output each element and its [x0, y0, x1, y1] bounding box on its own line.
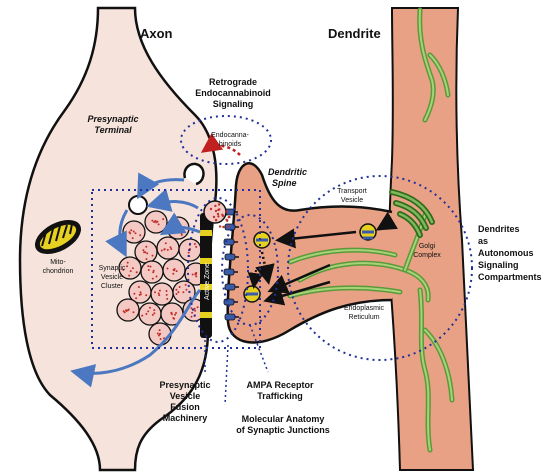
ampa-vesicle-upper — [253, 231, 271, 249]
svg-text:Mito-: Mito- — [50, 259, 66, 266]
svg-text:Endocannabinoid: Endocannabinoid — [195, 88, 271, 98]
retrograde-label: Retrograde Endocannabinoid Signaling — [195, 77, 271, 109]
released-transmitter — [214, 203, 231, 229]
golgi-complex — [389, 189, 435, 238]
svg-text:Vesicle: Vesicle — [341, 197, 363, 204]
svg-text:Reticulum: Reticulum — [348, 314, 379, 321]
endocytic-pit — [183, 162, 205, 186]
dendrites-autonomous-label: Dendrites as Autonomous Signaling Compar… — [478, 224, 542, 282]
active-zone-label: Active Zone — [204, 263, 211, 300]
svg-text:Synaptic: Synaptic — [99, 265, 126, 272]
svg-text:chondrion: chondrion — [43, 268, 74, 275]
synaptic-vesicle — [148, 322, 172, 346]
fusion-machinery-outline — [187, 197, 249, 343]
ampa-receptor — [223, 268, 238, 276]
svg-text:Vesicle: Vesicle — [170, 391, 201, 401]
svg-text:Molecular Anatomy: Molecular Anatomy — [242, 414, 325, 424]
presynaptic-terminal-label: Presynaptic Terminal — [87, 114, 138, 135]
svg-text:Autonomous: Autonomous — [478, 248, 534, 258]
endocannabinoid-outline — [180, 115, 272, 165]
svg-text:binoids: binoids — [219, 141, 242, 148]
svg-text:Endocanna-: Endocanna- — [211, 132, 249, 139]
synaptic-vesicle — [160, 302, 184, 326]
svg-text:Vesicle: Vesicle — [101, 274, 123, 281]
synaptic-vesicle — [162, 258, 186, 282]
dendrite-label: Dendrite — [328, 26, 381, 41]
synaptic-vesicle — [122, 220, 146, 244]
ampa-receptor — [224, 313, 239, 321]
dendrite-shaft — [388, 7, 475, 471]
svg-text:Fusion: Fusion — [170, 402, 200, 412]
svg-text:Transport: Transport — [337, 188, 367, 195]
svg-text:Dendritic: Dendritic — [268, 167, 307, 177]
synaptic-vesicle — [140, 260, 164, 284]
axon-label: Axon — [140, 26, 173, 41]
svg-text:Signaling: Signaling — [213, 99, 254, 109]
svg-text:Golgi: Golgi — [419, 243, 436, 250]
svg-text:Dendrites: Dendrites — [478, 224, 520, 234]
synaptic-vesicle — [118, 256, 142, 280]
ampa-trafficking-label: AMPA Receptor Trafficking — [246, 380, 314, 401]
molecular-anatomy-label: Molecular Anatomy of Synaptic Junctions — [236, 414, 330, 435]
fusing-vesicle — [203, 200, 227, 224]
active-zone-bar: Active Zone — [200, 213, 212, 338]
synaptic-vesicle — [144, 210, 168, 234]
svg-text:AMPA Receptor: AMPA Receptor — [246, 380, 314, 390]
svg-text:Signaling: Signaling — [478, 260, 519, 270]
synaptic-vesicle — [116, 298, 140, 322]
svg-text:of Synaptic Junctions: of Synaptic Junctions — [236, 425, 330, 435]
ampa-receptor — [224, 283, 239, 291]
svg-text:Presynaptic: Presynaptic — [87, 114, 138, 124]
svg-text:Machinery: Machinery — [163, 413, 208, 423]
leader-lines — [204, 324, 269, 406]
synaptic-vesicle — [156, 236, 180, 260]
dendritic-spine-label: Dendritic Spine — [268, 167, 307, 188]
synaptic-vesicle — [150, 282, 174, 306]
svg-text:Complex: Complex — [413, 252, 441, 259]
mitochondrion — [34, 219, 82, 255]
transport-vesicle-label: Transport Vesicle — [337, 188, 367, 204]
svg-text:Trafficking: Trafficking — [257, 391, 303, 401]
svg-text:Retrograde: Retrograde — [209, 77, 257, 87]
svg-text:Cluster: Cluster — [101, 283, 124, 290]
svg-text:Compartments: Compartments — [478, 272, 542, 282]
golgi-complex-label: Golgi Complex — [413, 243, 441, 259]
er-label: Endoplasmic Reticulum — [344, 305, 385, 321]
mitochondrion-label: Mito- chondrion — [43, 259, 74, 275]
svg-text:Endoplasmic: Endoplasmic — [344, 305, 385, 312]
autonomous-compartment-outline — [287, 175, 473, 361]
svg-text:as: as — [478, 236, 488, 246]
svg-text:Spine: Spine — [272, 178, 297, 188]
compartment-outlines — [91, 115, 473, 361]
endocannabinoids-label: Endocanna- binoids — [211, 132, 249, 148]
svg-text:Terminal: Terminal — [94, 125, 132, 135]
ampa-receptor — [224, 253, 239, 261]
molecular-anatomy-box — [91, 189, 261, 349]
endocannabinoid-arrow — [200, 133, 241, 156]
postsynaptic-receptors — [223, 208, 239, 321]
transport-vesicle — [359, 223, 377, 241]
recycling-vesicle — [128, 195, 148, 215]
fusion-machinery-label: Presynaptic Vesicle Fusion Machinery — [159, 380, 210, 423]
synaptic-vesicle — [138, 302, 162, 326]
svg-text:Presynaptic: Presynaptic — [159, 380, 210, 390]
synaptic-vesicle-cluster-label: Synaptic Vesicle Cluster — [99, 265, 126, 290]
synaptic-vesicle — [134, 240, 158, 264]
